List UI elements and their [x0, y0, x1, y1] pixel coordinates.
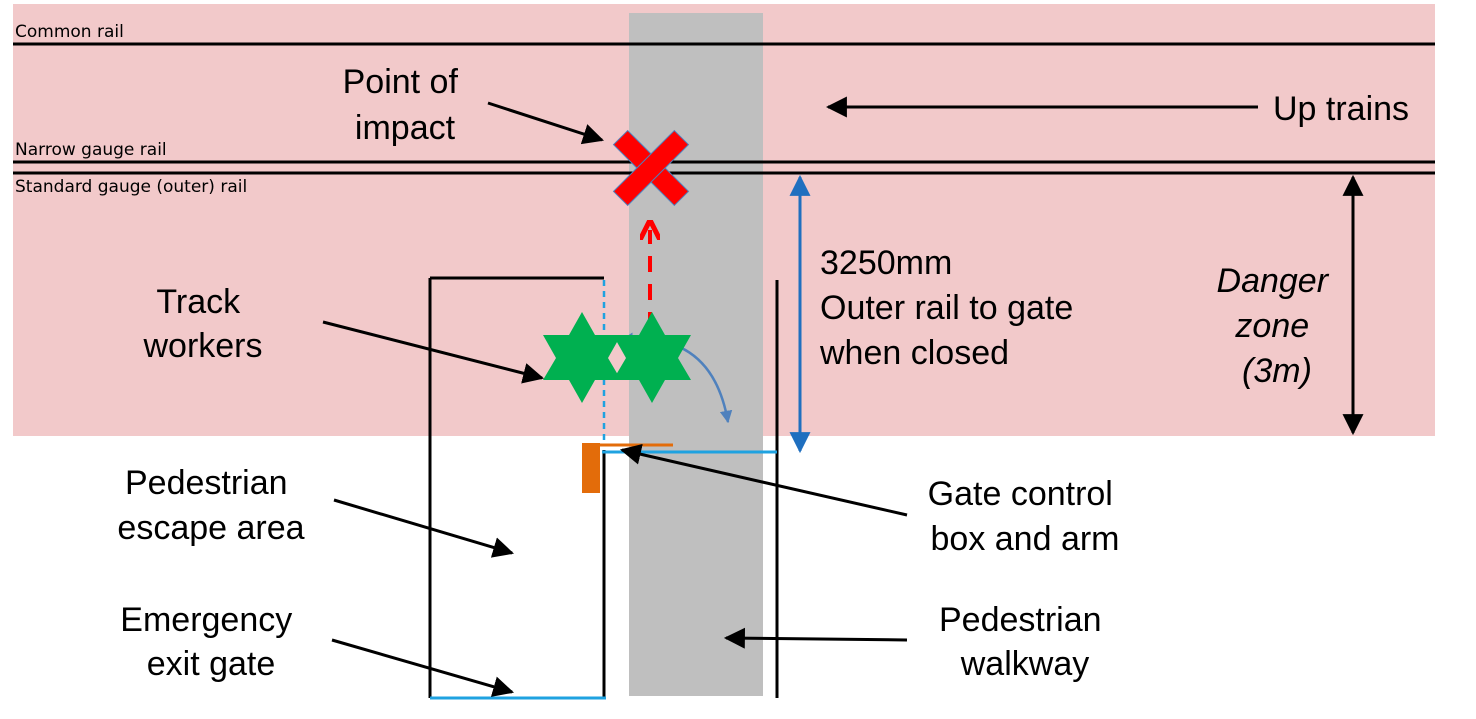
green-star-icon	[543, 312, 621, 403]
emergency-exit-label: Emergency exit gate	[120, 601, 301, 683]
escape-area-pointer-arrow	[333, 498, 515, 558]
danger-zone-label: Danger zone (3m)	[1217, 262, 1338, 390]
impact-pointer-arrow	[487, 101, 604, 145]
common-rail-label: Common rail	[15, 22, 124, 42]
walkway-label: Pedestrian walkway	[939, 601, 1111, 683]
point-of-impact-label: Point of impact	[343, 63, 468, 147]
green-star-icon	[613, 312, 691, 403]
gate-control-box	[582, 443, 600, 493]
gate-control-label: Gate control box and arm	[928, 475, 1123, 558]
narrow-gauge-rail-label: Narrow gauge rail	[15, 140, 167, 160]
walkway-pointer-arrow	[723, 627, 908, 649]
gate-control-pointer-arrow	[619, 443, 908, 517]
standard-gauge-rail-label: Standard gauge (outer) rail	[15, 177, 247, 197]
emergency-exit-pointer-arrow	[331, 638, 515, 697]
escape-area-label: Pedestrian escape area	[117, 464, 304, 547]
red-cross-icon	[612, 129, 690, 207]
up-trains-label: Up trains	[1273, 90, 1409, 128]
track-workers-pointer-arrow	[322, 320, 545, 384]
track-workers-label: Track workers	[142, 283, 262, 365]
measurement-label: 3250mm Outer rail to gate when closed	[819, 244, 1083, 372]
